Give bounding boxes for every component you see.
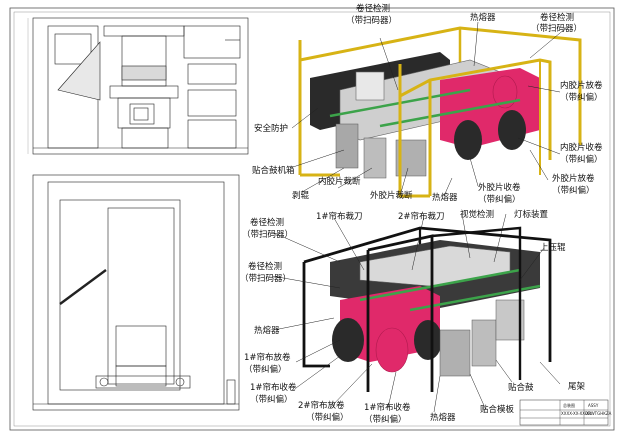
label-outer-rewind: 外胶片收卷 <box>478 182 521 193</box>
label-cloth-knife-2: 2#帘布裁刀 <box>398 211 445 222</box>
label-cloth-unwind: 1#帘布放卷 <box>244 352 291 363</box>
label-cloth-unwind-sub: （带纠偏） <box>244 364 287 375</box>
label-safety-guard: 安全防护 <box>254 123 288 134</box>
label-cloth2-unwind: 2#帘布放卷 <box>298 400 345 411</box>
label-press-roll: 上压辊 <box>540 242 566 253</box>
label-inner-unwind-sub: （带纠偏） <box>560 92 603 103</box>
label-cloth2-rewind-sub: （带纠偏） <box>364 414 407 425</box>
label-outer-cutter: 外胶片裁断 <box>370 190 413 201</box>
label-reel-detect-a-sub: （带扫码器） <box>346 15 397 26</box>
label-inner-cutter: 内胶片裁断 <box>318 176 361 187</box>
label-reel-detect-b: 卷径检测 <box>540 12 574 23</box>
label-cloth2-unwind-sub: （带纠偏） <box>306 412 349 423</box>
label-cloth-rewind-sub: （带纠偏） <box>250 394 293 405</box>
label-reel-detect-c: 卷径检测 <box>250 217 284 228</box>
label-tail-frame: 尾架 <box>568 382 586 392</box>
title-block-number: XXXX-XX-XX-XX <box>561 411 592 416</box>
title-block-assy: ASSY <box>588 403 599 408</box>
upper-callouts: 卷径检测 （带扫码器） 热熔器 卷径检测 （带扫码器） 安全防护 内胶片放卷 （… <box>252 3 603 205</box>
isometric-view-upper <box>298 26 582 198</box>
drawing-inner-border <box>13 11 611 427</box>
label-inner-rewind: 内胶片收卷 <box>560 142 603 153</box>
title-block: 总装图 ASSY XXXX-XX-XX-XX DRWTGHKZA <box>519 399 612 426</box>
label-outer-unwind: 外胶片放卷 <box>552 173 595 184</box>
side-elevation-view <box>32 174 240 411</box>
label-cloth-rewind: 1#帘布收卷 <box>250 382 297 393</box>
title-block-code: DRWTGHKZA <box>585 411 612 416</box>
label-vision-inspection: 视觉检测 <box>460 209 494 220</box>
label-laminating-roll-box: 贴合鼓机箱 <box>252 165 295 176</box>
label-outer-unwind-sub: （带纠偏） <box>552 185 595 196</box>
label-heat-sealer-lower: 热熔器 <box>254 325 280 336</box>
leader-lines <box>271 21 567 413</box>
label-heat-sealer-lower-b: 热熔器 <box>430 412 456 423</box>
label-cloth2-rewind: 1#帘布收卷 <box>364 402 411 413</box>
front-elevation-view <box>32 17 249 155</box>
title-block-name: 总装图 <box>563 402 575 408</box>
label-lam-template: 贴合模板 <box>480 404 515 415</box>
drawing-border <box>9 7 615 431</box>
label-heat-sealer-b: 热熔器 <box>432 192 458 203</box>
label-reel-detect-a: 卷径检测 <box>356 3 390 14</box>
label-heat-sealer-top: 热熔器 <box>470 12 496 23</box>
label-outer-rewind-sub: （带纠偏） <box>478 194 521 205</box>
label-lamp-device: 灯标装置 <box>514 209 549 220</box>
isometric-view-lower <box>302 226 552 392</box>
label-reel-detect-c-sub: （带扫码器） <box>242 229 293 240</box>
label-reel-detect-d: 卷径检测 <box>248 261 282 272</box>
label-reel-detect-d-sub: （带扫码器） <box>240 273 291 284</box>
label-inner-rewind-sub: （带纠偏） <box>560 154 603 165</box>
label-reel-detect-b-sub: （带扫码器） <box>531 23 582 34</box>
label-peel-roll: 剥辊 <box>292 190 310 201</box>
label-drum: 贴合鼓 <box>508 382 534 393</box>
label-inner-unwind: 内胶片放卷 <box>560 80 603 91</box>
lower-callouts: 1#帘布裁刀 2#帘布裁刀 视觉检测 灯标装置 卷径检测 （带扫码器） 上压辊 … <box>240 209 586 425</box>
label-cloth-knife-1: 1#帘布裁刀 <box>316 211 363 222</box>
